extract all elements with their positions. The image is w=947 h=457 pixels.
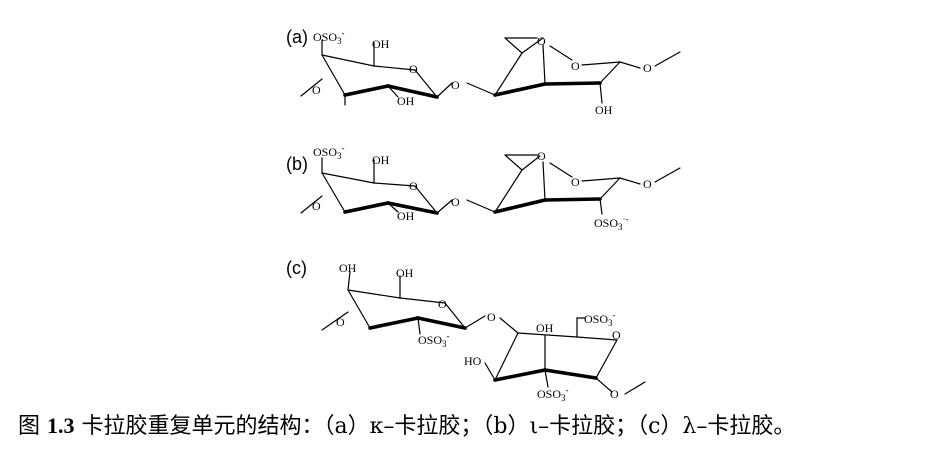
panel-c-label: (c) [286,258,307,278]
panel-a-galactose-ring [300,39,453,106]
panel-b-galactose-ring [300,157,453,215]
caption-number: 1.3 [47,413,75,438]
panel-b-anhydro-ring [466,154,681,215]
panel-b-link-oxygen: O [312,199,321,213]
panel-c-oh-c4: OH [339,261,357,275]
panel-c-galactose-ring [321,271,486,335]
panel-a-anhydro-ring [466,37,681,104]
panel-a-ring-oxygen: O [409,62,418,76]
panel-b-oh-c6: OH [372,153,390,167]
panel-b-osulfate-anhydro: OSO3·- [594,214,629,232]
panel-c: (c) OH OH O O O OSO3- [286,258,646,403]
panel-a-oh-anhydro: OH [595,103,613,117]
panel-a-anhydro-ring-oxygen: O [571,59,580,73]
panel-c-ho: HO [464,354,482,368]
figure-caption: 图 1.3 卡拉胶重复单元的结构：（a）κ–卡拉胶；（b）ι–卡拉胶；（c）λ–… [18,404,938,448]
panel-c-glycosidic-oxygen: O [487,310,496,324]
panel-b-glycosidic-oxygen: O [451,195,460,209]
panel-b-terminal-oxygen: O [643,177,652,191]
panel-b-anhydro-ring-oxygen: O [571,175,580,189]
panel-a-oh-c2: OH [397,94,415,108]
panel-a-glycosidic-oxygen: O [451,78,460,92]
panel-c-osulfate-c2-second: OSO3- [537,385,569,403]
panel-c-oh-c6: OH [396,266,414,280]
panel-c-second-ring [484,317,646,395]
panel-b-bridge-oxygen: O [537,149,546,163]
panel-c-oh-second: OH [536,321,554,335]
panel-b-oh-c2: OH [397,209,415,223]
caption-text: 卡拉胶重复单元的结构：（a）κ–卡拉胶；（b）ι–卡拉胶；（c）λ–卡拉胶。 [74,414,796,439]
panel-c-link-oxygen: O [336,315,345,329]
panel-b-osulfate: OSO3- [313,143,345,161]
panel-c-second-ring-oxygen: O [612,328,621,342]
panel-c-ring-oxygen: O [438,297,447,311]
panel-a-label: (a) [286,27,308,47]
panel-a-terminal-oxygen: O [643,61,652,75]
caption-prefix: 图 [18,414,47,439]
panel-b: (b) O O O OSO3- OH OH [286,143,681,232]
panel-c-osulfate-c2: OSO3- [418,331,450,349]
panel-b-label: (b) [286,154,308,174]
panel-a-oh-c6: OH [372,37,390,51]
panel-a-bridge-oxygen: O [537,34,546,48]
panel-a: (a) O O O OSO3- OH OH [286,27,681,117]
panel-a-link-oxygen: O [312,83,321,97]
panel-c-terminal-oxygen: O [610,387,619,401]
panel-c-osulfate-c6: OSO3- [584,310,616,328]
panel-b-ring-oxygen: O [409,179,418,193]
panel-a-osulfate: OSO3- [313,28,345,46]
